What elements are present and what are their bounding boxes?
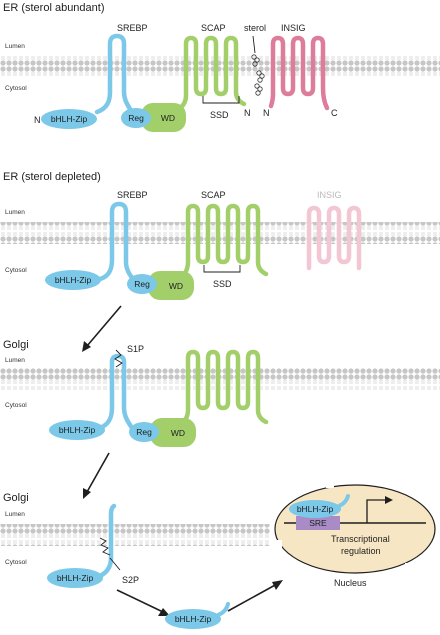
scap-protein-3 — [165, 349, 269, 433]
sterol-molecules — [251, 54, 265, 96]
insig-c-terminus: C — [331, 108, 338, 118]
srebp-fragment-4 — [97, 503, 117, 579]
cytosol-label-3: Cytosol — [5, 402, 27, 409]
sre-label: SRE — [309, 518, 327, 528]
bhlh-zip-domain-3: bHLH-Zip — [49, 420, 105, 440]
insig-label-2: INSIG — [317, 190, 342, 200]
srebp-protein-3 — [97, 353, 135, 431]
wd-domain-3: WD — [150, 418, 196, 447]
reg-label-1: Reg — [128, 113, 144, 123]
bhlh-zip-label-2: bHLH-Zip — [55, 275, 92, 285]
insig-label-1: INSIG — [281, 23, 306, 33]
scap-protein-1 — [162, 35, 247, 117]
panel-er-sterol-depleted: ER (sterol depleted) Lumen Cytosol SREBP… — [0, 171, 440, 300]
lumen-label-1: Lumen — [5, 43, 25, 50]
scap-protein-2 — [167, 203, 269, 286]
scap-n-terminus-1: N — [244, 108, 251, 118]
panel-golgi-s2p: Golgi Lumen Cytosol S2P bHLH-Zip bHLH-Zi… — [0, 492, 283, 629]
nucleus-label: Nucleus — [334, 578, 367, 588]
arrow-to-free-bhlh-head — [158, 608, 170, 616]
er-membrane-1 — [0, 54, 440, 76]
ssd-label-2: SSD — [213, 279, 232, 289]
arrow-golgi-s1p-to-s2p — [83, 452, 110, 499]
scap-label-2: SCAP — [201, 190, 226, 200]
cytosol-label-2: Cytosol — [5, 267, 27, 274]
transcription-label-line2: regulation — [341, 546, 381, 556]
lumen-label-4: Lumen — [5, 511, 25, 518]
s2p-pointer — [109, 557, 121, 571]
cytosol-label-1: Cytosol — [5, 85, 27, 92]
bhlh-zip-domain-1: bHLH-Zip — [41, 109, 97, 129]
s2p-cleavage-mark — [99, 537, 111, 556]
panel1-title: ER (sterol abundant) — [3, 2, 105, 14]
bhlh-zip-label-4: bHLH-Zip — [57, 573, 94, 583]
insig-protein-2 — [306, 205, 362, 271]
panel3-title: Golgi — [3, 339, 29, 351]
s1p-label: S1P — [127, 344, 144, 354]
bhlh-zip-domain-2: bHLH-Zip — [45, 270, 101, 290]
sterol-pointer — [252, 35, 256, 54]
srebp-label-2: SREBP — [117, 190, 148, 200]
transcription-start-arrow — [366, 499, 386, 523]
scap-label-1: SCAP — [201, 23, 226, 33]
insig-n-terminus: N — [263, 108, 270, 118]
ssd-bracket-2 — [203, 265, 241, 273]
reg-domain-2: Reg — [127, 274, 157, 294]
panel-er-sterol-abundant: ER (sterol abundant) Lumen Cytosol SREBP… — [0, 2, 440, 132]
wd-label-2: WD — [169, 281, 183, 291]
reg-label-2: Reg — [134, 279, 150, 289]
s2p-label: S2P — [122, 575, 139, 585]
nucleus: SRE bHLH-Zip Transcriptional regulation … — [274, 480, 436, 588]
wd-label-3: WD — [171, 428, 185, 438]
s1p-cleavage-mark — [114, 349, 123, 368]
wd-domain-1: WD — [141, 103, 186, 132]
nuclear-bhlh-zip: bHLH-Zip — [289, 494, 350, 518]
insig-protein-1 — [268, 35, 330, 111]
transcription-label-line1: Transcriptional — [331, 534, 390, 544]
arrow-to-free-bhlh-line — [116, 589, 164, 613]
wd-label-1: WD — [161, 113, 175, 123]
golgi-membrane-2 — [0, 524, 270, 546]
lumen-label-2: Lumen — [5, 209, 25, 216]
sre-element: SRE — [296, 516, 340, 530]
reg-label-3: Reg — [136, 427, 152, 437]
panel-golgi-s1p: Golgi Lumen Cytosol S1P bHLH-Zip WD Reg — [0, 339, 440, 447]
srebp-protein-2 — [97, 201, 138, 284]
arrow-er-to-golgi — [82, 305, 122, 352]
bhlh-zip-label-1: bHLH-Zip — [51, 114, 88, 124]
srebp-label-1: SREBP — [117, 23, 148, 33]
free-bhlh-zip-label: bHLH-Zip — [175, 614, 212, 624]
free-bhlh-zip: bHLH-Zip — [165, 602, 230, 629]
reg-domain-1: Reg — [121, 108, 151, 128]
lumen-label-3: Lumen — [5, 357, 25, 364]
bhlh-zip-domain-4: bHLH-Zip — [47, 568, 103, 588]
panel4-title: Golgi — [3, 492, 29, 504]
panel2-title: ER (sterol depleted) — [3, 171, 101, 183]
srebp-n-terminus-1: N — [34, 115, 41, 125]
ssd-bracket-1 — [202, 96, 240, 104]
arrow-to-nucleus-line — [227, 583, 278, 612]
srebp-protein-1 — [94, 33, 135, 115]
bhlh-zip-label-3: bHLH-Zip — [59, 425, 96, 435]
ssd-label-1: SSD — [210, 110, 229, 120]
wd-domain-2: WD — [148, 271, 194, 300]
sterol-label: sterol — [244, 23, 266, 33]
cytosol-label-4: Cytosol — [5, 559, 27, 566]
arrow-to-nucleus-head — [272, 580, 283, 590]
reg-domain-3: Reg — [129, 422, 159, 442]
transcription-arrowhead — [385, 496, 393, 504]
nuclear-bhlh-zip-label: bHLH-Zip — [297, 504, 334, 514]
